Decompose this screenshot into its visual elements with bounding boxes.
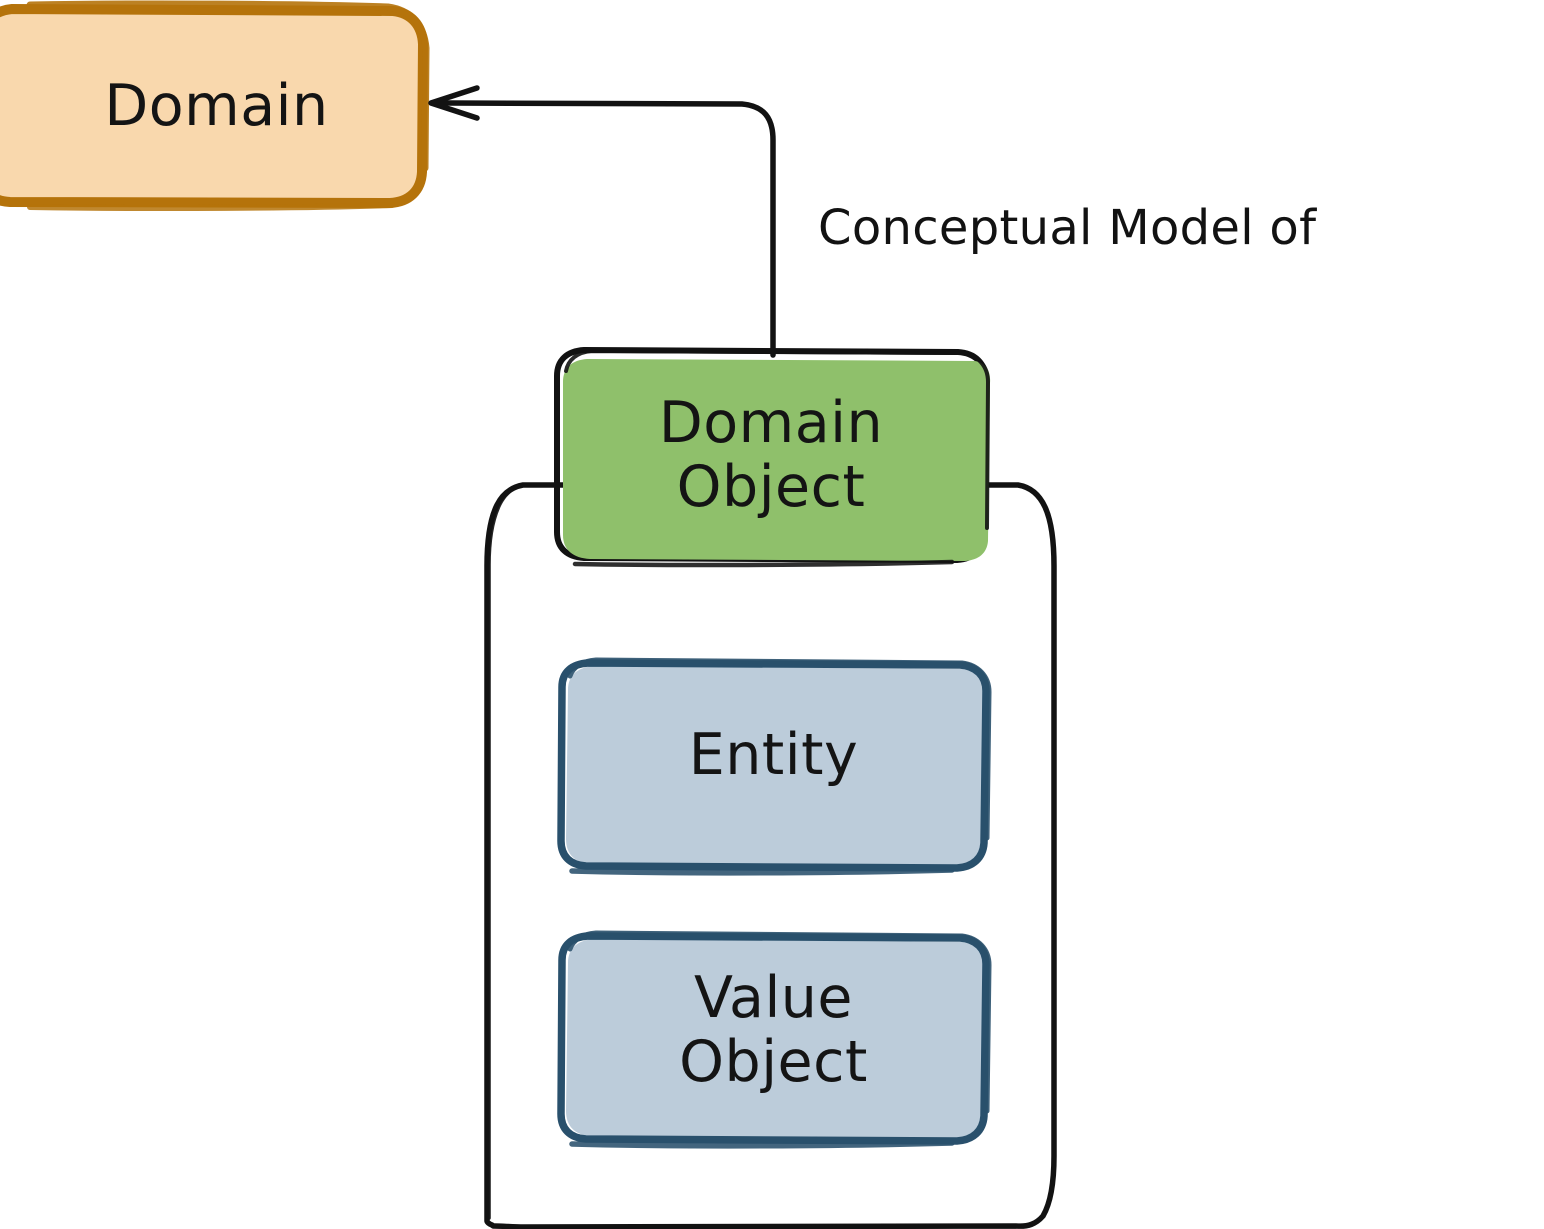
edge-arrowhead-icon bbox=[428, 85, 480, 121]
domain-node[interactable] bbox=[0, 0, 430, 212]
domain-object-node-fill bbox=[563, 359, 991, 561]
edge-label-conceptual-model-of: Conceptual Model of bbox=[818, 200, 1317, 256]
entity-node-border-sketch-bottom bbox=[569, 867, 955, 876]
domain-object-node-outline-sketch bbox=[564, 349, 990, 530]
edge-domain-object-to-domain[interactable] bbox=[428, 85, 776, 358]
domain-object-node[interactable] bbox=[554, 347, 991, 568]
domain-node-fill bbox=[0, 10, 422, 202]
domain-node-border-sketch-bottom bbox=[27, 202, 395, 212]
container-shape-secondary-stroke bbox=[487, 483, 529, 1220]
container-shape-bottom-sketch bbox=[510, 1224, 1022, 1229]
domain-node-border-sketch bbox=[26, 0, 430, 172]
domain-object-node-outline-sketch-bottom bbox=[572, 559, 955, 568]
value-object-node-border-sketch bbox=[567, 930, 992, 1114]
value-object-node-border-sketch-bottom bbox=[569, 1140, 955, 1149]
edge-path bbox=[434, 100, 776, 358]
value-object-node-fill bbox=[566, 939, 987, 1139]
entity-node-border-sketch bbox=[567, 657, 992, 841]
entity-node[interactable] bbox=[557, 657, 992, 876]
entity-node-fill bbox=[566, 666, 987, 867]
value-object-node[interactable] bbox=[557, 930, 992, 1149]
